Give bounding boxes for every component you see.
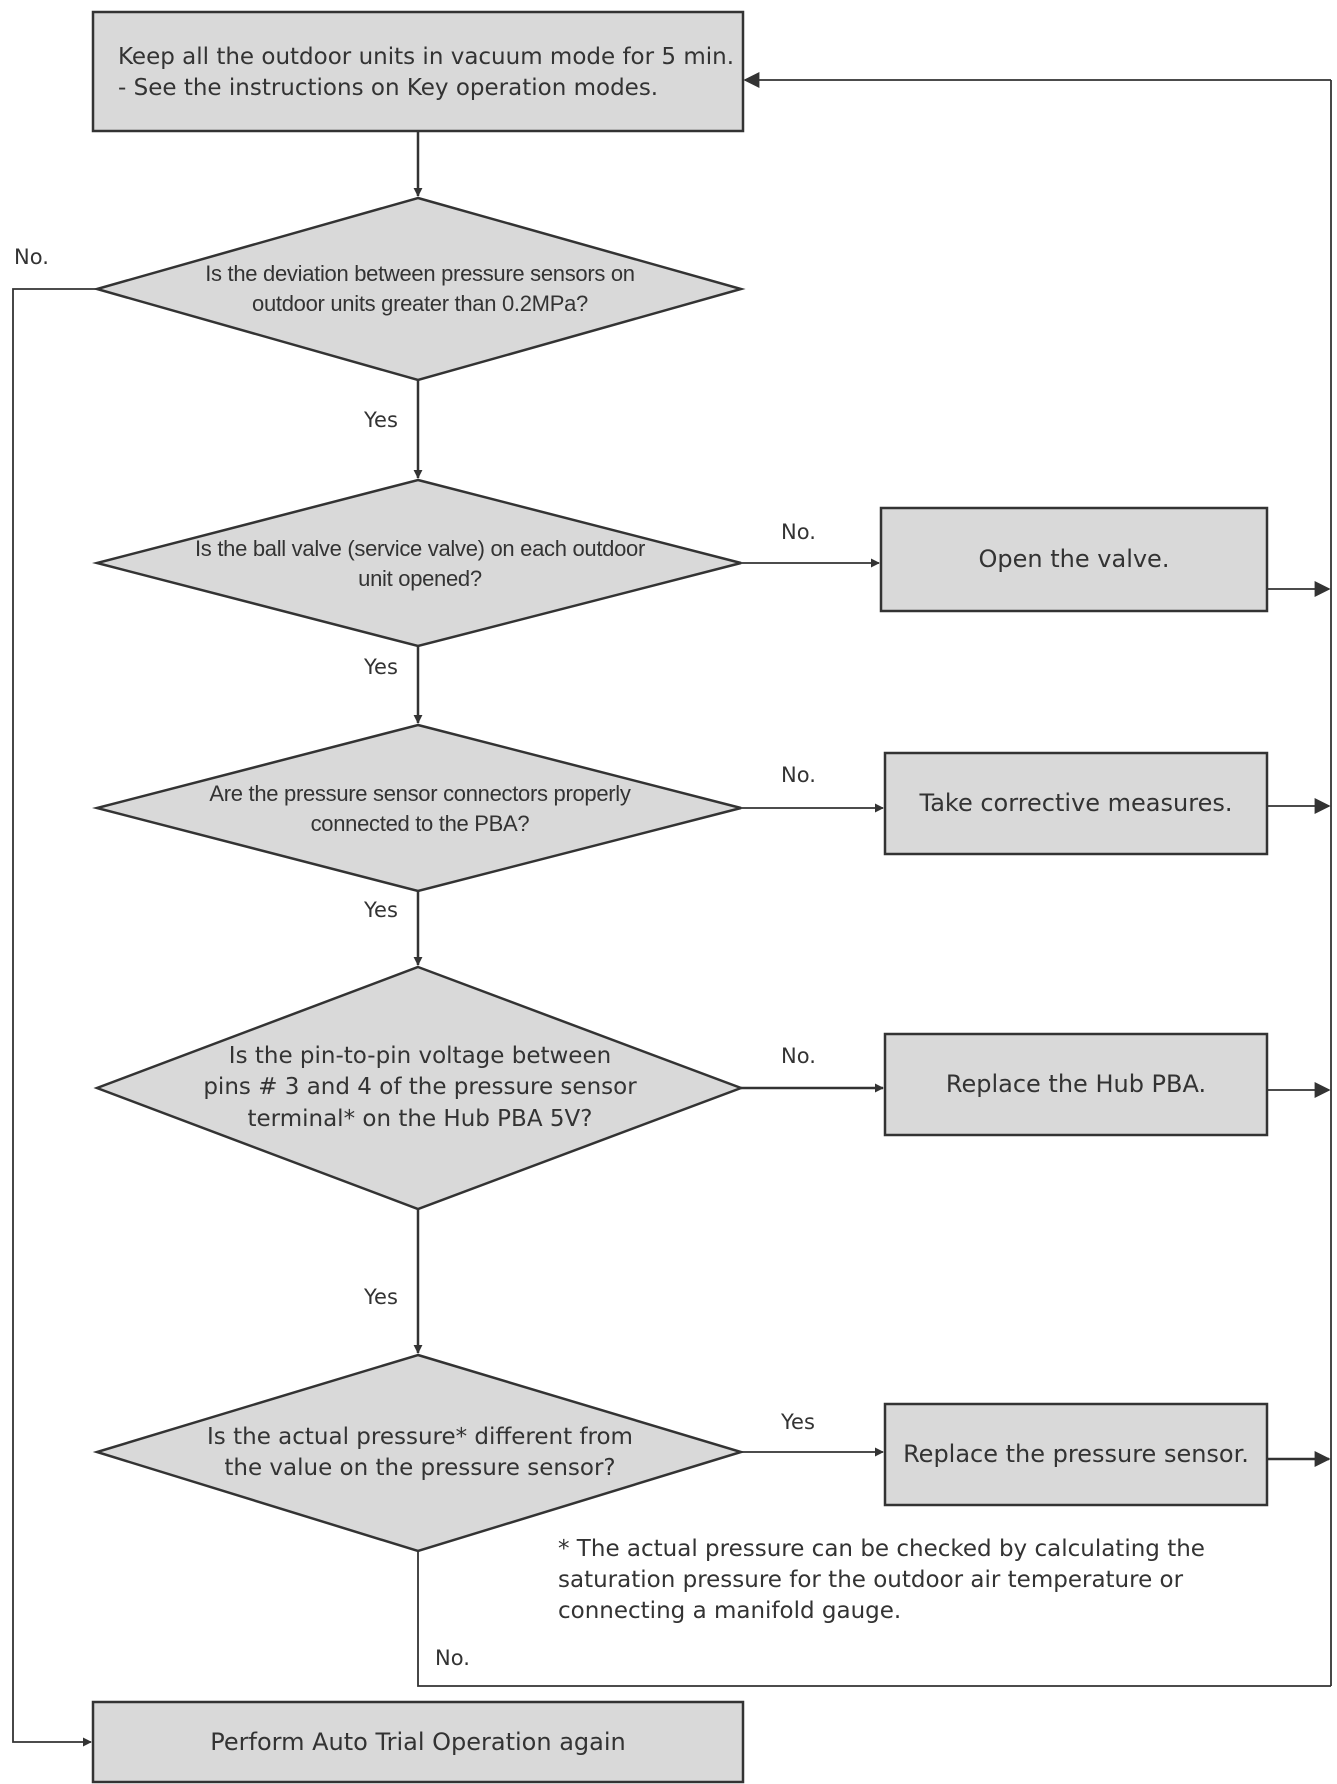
start-box-line-2: - See the instructions on Key operation …	[118, 75, 659, 101]
action-corrective-text: Take corrective measures.	[919, 789, 1233, 818]
actual-pressure-yes-label: Yes	[781, 1410, 815, 1434]
ball-valve-no-label: No.	[781, 520, 816, 544]
deviation-no-label: No.	[14, 245, 49, 269]
connector-deviation-no-to-end	[12, 288, 97, 1747]
decision-connectors-text: Are the pressure sensor connectors prope…	[209, 781, 631, 836]
end-box-text: Perform Auto Trial Operation again	[210, 1727, 626, 1756]
voltage-yes-label: Yes	[364, 1285, 398, 1309]
ball-valve-yes-label: Yes	[364, 655, 398, 679]
action-replace-sensor-box	[883, 1402, 1269, 1507]
action-open-valve-text: Open the valve.	[978, 545, 1170, 574]
connectors-no-label: No.	[781, 763, 816, 787]
connectors-yes-label: Yes	[364, 898, 398, 922]
start-box-line-1: Keep all the outdoor units in vacuum mod…	[118, 43, 735, 70]
deviation-yes-label: Yes	[364, 408, 398, 432]
decision-deviation-text: Is the deviation between pressure sensor…	[205, 261, 635, 316]
start-box-text: Keep all the outdoor units in vacuum mod…	[118, 28, 738, 118]
decision-voltage-text: Is the pin-to-pin voltage between pins #…	[203, 1043, 637, 1132]
action-open-valve-box	[879, 506, 1269, 613]
footnote-text: * The actual pressure can be checked by …	[558, 1536, 1205, 1625]
decision-actual-pressure-text: Is the actual pressure* different from t…	[207, 1423, 633, 1481]
voltage-no-label: No.	[781, 1044, 816, 1068]
action-replace-sensor-text: Replace the pressure sensor.	[903, 1440, 1249, 1469]
action-replace-hub-box	[883, 1032, 1269, 1137]
start-box	[91, 10, 745, 133]
actual-pressure-no-label: No.	[435, 1646, 470, 1670]
end-box	[91, 1700, 745, 1784]
action-corrective-box	[883, 751, 1269, 856]
connector-actual-pressure-no	[417, 1551, 1331, 1687]
action-replace-hub-text: Replace the Hub PBA.	[945, 1070, 1207, 1099]
decision-ball-valve-text: Is the ball valve (service valve) on eac…	[195, 536, 645, 591]
